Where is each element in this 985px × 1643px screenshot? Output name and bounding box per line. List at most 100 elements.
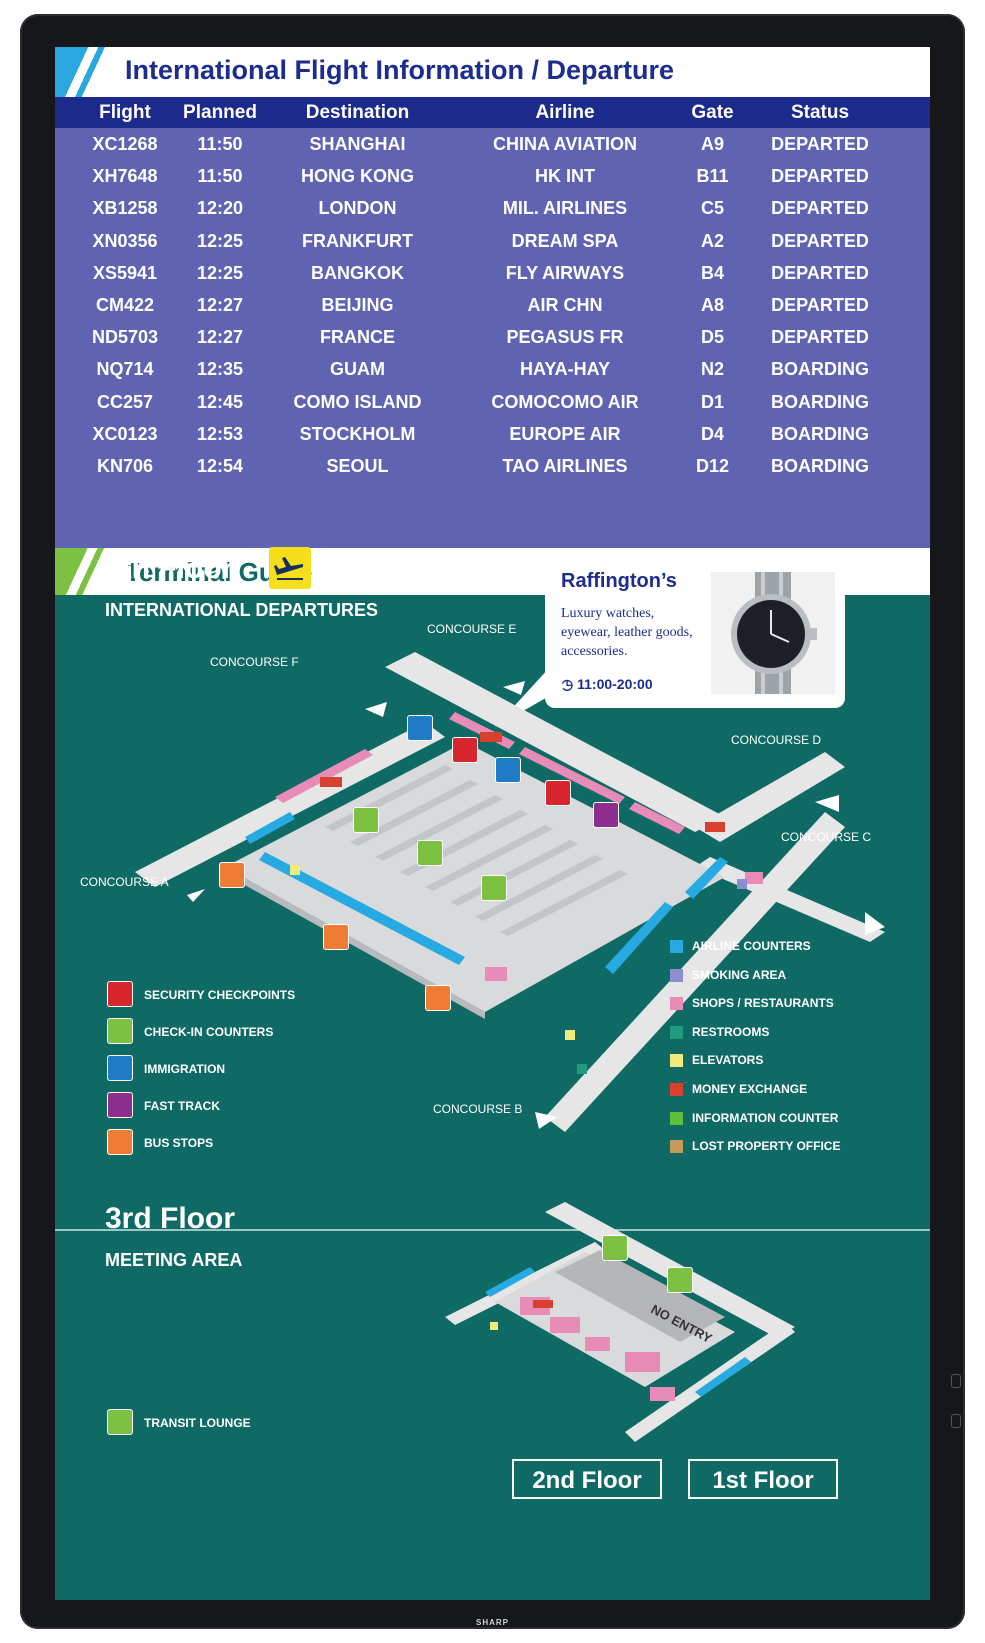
flight-gate: A8 — [700, 295, 724, 315]
clock-icon: ◷ — [561, 676, 578, 692]
flight-airline: MIL. AIRLINES — [502, 198, 628, 219]
flight-table-header: Flight Planned Destination Airline Gate … — [55, 97, 930, 128]
flight-destination: BEIJING — [321, 295, 394, 315]
transit-lounge-icon[interactable] — [602, 1235, 628, 1261]
flight-status: BOARDING — [771, 423, 869, 444]
flight-airline: COMOCOMO AIR — [491, 391, 639, 412]
legend-right-label: AIRLINE COUNTERS — [692, 939, 811, 953]
floor2-button[interactable]: 2nd Floor — [512, 1459, 662, 1499]
bus-stop-icon[interactable] — [323, 924, 349, 950]
flight-gate: D1 — [700, 391, 724, 412]
concourse-a-label[interactable]: CONCOURSE A — [80, 875, 169, 889]
flight-planned: 12:25 — [196, 230, 244, 251]
concourse-b-label[interactable]: CONCOURSE B — [433, 1102, 523, 1116]
header-accent — [55, 47, 115, 97]
transit-lounge-legend-label: TRANSIT LOUNGE — [144, 1416, 251, 1430]
flight-flight: XB1258 — [92, 198, 158, 219]
flight-gate: D12 — [695, 456, 730, 476]
concourse-e-label[interactable]: CONCOURSE E — [427, 622, 517, 636]
flight-planned: 12:27 — [196, 295, 244, 315]
concourse-f-label[interactable]: CONCOURSE F — [210, 655, 299, 669]
floor1-button[interactable]: 1st Floor — [688, 1459, 838, 1499]
flight-gate: B11 — [696, 166, 729, 187]
power-button[interactable] — [951, 1374, 961, 1388]
flight-airline: TAO AIRLINES — [502, 456, 628, 476]
floor4-subtitle: INTERNATIONAL DEPARTURES — [105, 600, 379, 620]
flight-flight: KN706 — [96, 456, 154, 476]
flight-flight: NQ714 — [96, 359, 154, 380]
flight-header: International Flight Information / Depar… — [55, 47, 930, 97]
legend-right-label: MONEY EXCHANGE — [692, 1082, 808, 1096]
legend-right-label: INFORMATION COUNTER — [692, 1110, 839, 1125]
legend-right-label: LOST PROPERTY OFFICE — [692, 1139, 841, 1154]
flight-planned: 12:35 — [196, 359, 244, 380]
legend-security-checkpointsicon — [107, 981, 133, 1007]
flight-airline: DREAM SPA — [511, 230, 619, 251]
flight-status: BOARDING — [771, 391, 869, 412]
fast-track-icon[interactable] — [593, 802, 619, 828]
flight-status: DEPARTED — [771, 295, 869, 315]
promo-hours-value: 11:00-20:00 — [577, 676, 653, 692]
legend-left-label: FAST TRACK — [144, 1099, 220, 1113]
legend-left-label: CHECK-IN COUNTERS — [144, 1025, 274, 1039]
flight-airline: FLY AIRWAYS — [505, 262, 625, 283]
flight-airline: HK INT — [535, 166, 595, 187]
flight-airline: PEGASUS FR — [506, 327, 624, 348]
flight-status: DEPARTED — [771, 198, 869, 219]
flight-status: BOARDING — [771, 456, 869, 476]
security-checkpoint-icon[interactable] — [545, 780, 571, 806]
legend-cube-icon — [670, 968, 683, 982]
flight-airline: EUROPE AIR — [509, 423, 621, 444]
transit-lounge-icon[interactable] — [667, 1267, 693, 1293]
flight-status: DEPARTED — [771, 262, 869, 283]
flight-flight: ND5703 — [91, 327, 159, 348]
flight-planned: 12:25 — [196, 262, 244, 283]
promo-card[interactable]: Raffington’s Luxury watches, eyewear, le… — [545, 558, 845, 708]
floor3-map: NO ENTRY — [445, 1202, 795, 1442]
flight-destination: GUAM — [330, 359, 385, 380]
col-destination: Destination — [305, 102, 410, 123]
flight-status: DEPARTED — [771, 134, 869, 154]
security-checkpoint-icon[interactable] — [452, 737, 478, 763]
col-planned: Planned — [183, 102, 257, 123]
flight-flight: XC1268 — [92, 134, 158, 154]
immigration-icon[interactable] — [407, 715, 433, 741]
bus-stop-icon[interactable] — [425, 985, 451, 1011]
guide-accent — [55, 548, 115, 595]
flight-flight: XH7648 — [92, 166, 158, 187]
legend-cube-icon — [670, 1083, 683, 1096]
check-in-icon[interactable] — [481, 875, 507, 901]
transit-lounge-legend-icon — [107, 1409, 133, 1435]
section-divider — [55, 1229, 930, 1231]
flight-status: DEPARTED — [771, 327, 869, 348]
flight-status: BOARDING — [771, 359, 869, 380]
flight-airline: AIR CHN — [527, 295, 603, 315]
signage-screen: International Flight Information / Depar… — [55, 47, 930, 1600]
flight-planned: 12:20 — [196, 198, 244, 219]
flight-airline: CHINA AVIATION — [493, 134, 637, 154]
immigration-icon[interactable] — [495, 757, 521, 783]
flight-gate: D5 — [700, 327, 724, 348]
flight-gate: D4 — [700, 423, 724, 444]
flight-flight: CM422 — [95, 295, 155, 315]
flight-flight: XC0123 — [92, 423, 158, 444]
concourse-c-label[interactable]: CONCOURSE C — [781, 830, 872, 844]
flight-destination: SHANGHAI — [309, 134, 406, 154]
flight-planned: 11:50 — [197, 166, 243, 187]
bus-stop-icon[interactable] — [219, 862, 245, 888]
flight-status: DEPARTED — [771, 166, 869, 187]
check-in-icon[interactable] — [417, 840, 443, 866]
flight-airline: HAYA-HAY — [519, 359, 611, 380]
legend-bus-stopsicon — [107, 1129, 133, 1155]
input-button[interactable] — [951, 1414, 961, 1428]
check-in-icon[interactable] — [353, 807, 379, 833]
legend-right-label: SMOKING AREA — [692, 967, 787, 982]
concourse-d-label[interactable]: CONCOURSE D — [731, 733, 822, 747]
